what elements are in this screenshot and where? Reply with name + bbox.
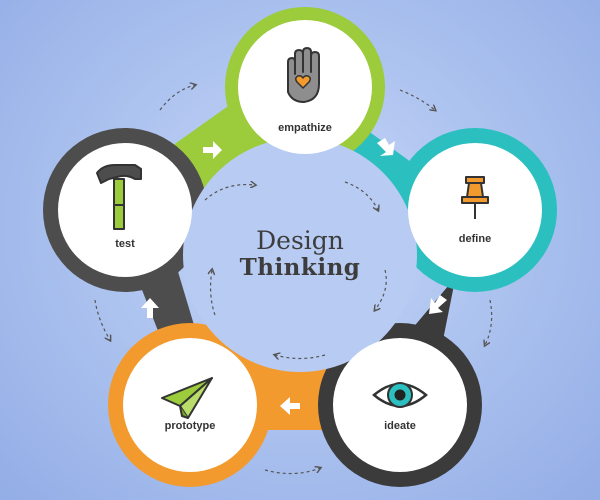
arrow-down-right-icon: [377, 138, 395, 156]
title-thinking: Thinking: [239, 254, 361, 281]
dashed-arrow: [159, 85, 195, 111]
dashed-arrow: [94, 299, 110, 340]
label-test: test: [115, 238, 135, 250]
title-design: Design: [256, 226, 344, 255]
pushpin-icon: [461, 176, 489, 219]
flow-arrows: [141, 138, 447, 415]
hammer-icon: [96, 164, 142, 230]
arrow-down-left-icon: [429, 295, 447, 314]
dashed-arrow: [485, 299, 493, 345]
dashed-arrow: [399, 89, 435, 110]
center-area: [183, 138, 417, 372]
label-empathize: empathize: [278, 122, 332, 134]
arrow-right-icon: [203, 141, 222, 159]
arrow-left-icon: [280, 397, 300, 415]
arrow-up-icon: [141, 298, 159, 318]
dashed-arrow: [204, 185, 255, 201]
eye-icon: [372, 382, 428, 408]
dashed-arrows: [94, 85, 493, 475]
hand-heart-icon: [287, 47, 320, 103]
paper-plane-icon: [161, 377, 213, 419]
label-ideate: ideate: [384, 420, 416, 432]
label-define: define: [458, 233, 492, 245]
stage-faces: [58, 20, 542, 472]
dashed-arrow: [375, 269, 387, 310]
dashed-arrow: [264, 468, 320, 475]
label-prototype: prototype: [164, 420, 216, 432]
dashed-arrow: [275, 355, 326, 359]
